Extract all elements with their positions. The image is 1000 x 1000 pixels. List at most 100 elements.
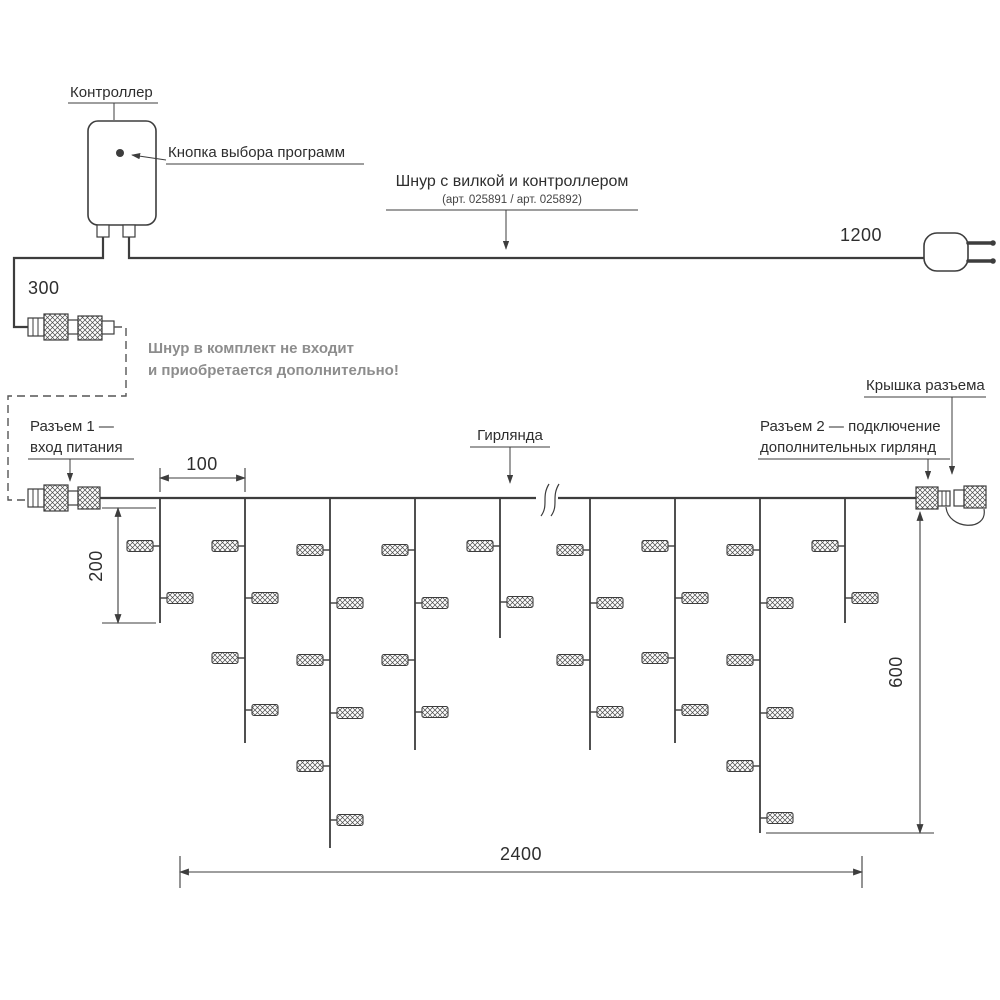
lamp-icon (726, 653, 754, 667)
lamp-icon (766, 706, 794, 720)
lamp-icon (466, 539, 494, 553)
connector2-ribbed (937, 490, 951, 507)
lamp-icon (641, 651, 669, 665)
controller-box (87, 120, 157, 226)
lamp-icon (726, 759, 754, 773)
lamp-icon (211, 651, 239, 665)
connector2 (915, 485, 987, 526)
lamp-icon (421, 705, 449, 719)
garland-drop (296, 498, 364, 848)
dim-200-label: 200 (86, 550, 106, 582)
connector1 (27, 484, 101, 512)
garland-drop (126, 498, 194, 623)
dim-100-label: 100 (186, 454, 218, 474)
connector1-label-line1: Разъем 1 — (30, 418, 114, 435)
garland-drop (466, 498, 534, 638)
plug-prong-tip-top (990, 240, 996, 246)
lamp-icon (811, 539, 839, 553)
connector1-neck (67, 490, 79, 506)
lamp-icon (336, 813, 364, 827)
garland-drop (811, 498, 879, 623)
lamp-icon (166, 591, 194, 605)
garland-label: Гирлянда (477, 427, 543, 444)
lamp-icon (766, 811, 794, 825)
not-included-note: Шнур в комплект не входит и приобретаетс… (7, 326, 399, 501)
not-included-line2: и приобретается дополнительно! (148, 362, 399, 379)
lamp-icon (336, 706, 364, 720)
lamp-icon (726, 543, 754, 557)
lamp-icon (251, 591, 279, 605)
controller-label: Контроллер (70, 84, 153, 101)
plug-prong-tip-bottom (990, 258, 996, 264)
mid-connector (27, 313, 115, 341)
mid-connector-ribbed (27, 317, 45, 337)
program-button-arrow (131, 153, 167, 161)
plug-cord (127, 237, 926, 260)
dim-2400: 2400 (179, 844, 863, 888)
lamp-icon (381, 653, 409, 667)
dim-100: 100 (159, 454, 246, 492)
lamp-icon (556, 543, 584, 557)
cap-label: Крышка разъема (866, 377, 985, 394)
connector2-label-line1: Разъем 2 — подключение (760, 418, 941, 435)
connector2-callout: Разъем 2 — подключение дополнительных ги… (758, 418, 950, 480)
break-slash (540, 483, 550, 517)
dim-600-label: 600 (886, 656, 906, 688)
cap-strap (945, 506, 985, 526)
lamp-icon (506, 595, 534, 609)
power-cords: 300 1200 (12, 225, 996, 329)
power-plug-icon (923, 232, 996, 272)
program-button-icon (116, 149, 124, 157)
connector1-nut (43, 484, 69, 512)
controller-terminal-right (122, 224, 136, 238)
garland-drop (641, 498, 709, 743)
controller-cord-left (12, 237, 105, 329)
lamp-icon (251, 703, 279, 717)
mid-connector-socket (77, 315, 103, 341)
mid-connector-nut (43, 313, 69, 341)
lamp-icon (296, 653, 324, 667)
lamp-icon (596, 705, 624, 719)
lamp-icon (641, 539, 669, 553)
plug-body (923, 232, 969, 272)
cord-title: Шнур с вилкой и контроллером (396, 173, 629, 190)
controller-terminal-left (96, 224, 110, 238)
connector1-callout: Разъем 1 — вход питания (28, 418, 134, 482)
lamp-icon (126, 539, 154, 553)
cap-neck (953, 489, 965, 507)
dim-2400-label: 2400 (500, 844, 542, 864)
dim-1200-label: 1200 (840, 225, 882, 245)
lamp-icon (336, 596, 364, 610)
garland-drop (211, 498, 279, 743)
dim-300-label: 300 (28, 278, 60, 298)
lamp-icon (851, 591, 879, 605)
lamp-icon (211, 539, 239, 553)
cord-callout: Шнур с вилкой и контроллером (арт. 02589… (386, 173, 638, 250)
program-button-label: Кнопка выбора программ (168, 144, 345, 161)
lamp-icon (556, 653, 584, 667)
lamp-icon (296, 543, 324, 557)
connector1-socket (77, 486, 101, 510)
garland-drop (726, 498, 794, 833)
lamp-icon (596, 596, 624, 610)
connector1-ribbed (27, 488, 45, 508)
lamp-icon (766, 596, 794, 610)
lamp-icon (296, 759, 324, 773)
lamp-icon (681, 703, 709, 717)
break-mask (536, 484, 558, 514)
connector1-label-line2: вход питания (30, 439, 123, 456)
garland-drops (126, 498, 879, 848)
not-included-line1: Шнур в комплект не входит (148, 340, 354, 357)
wire-break-icon (536, 483, 560, 517)
cap-callout: Крышка разъема (864, 377, 986, 475)
lamp-icon (681, 591, 709, 605)
lamp-icon (421, 596, 449, 610)
break-slash (550, 483, 560, 517)
mid-connector-end (101, 320, 115, 335)
garland-drop (556, 498, 624, 750)
dim-200: 200 (86, 507, 156, 624)
garland (100, 483, 987, 848)
mid-connector-neck (67, 319, 79, 335)
